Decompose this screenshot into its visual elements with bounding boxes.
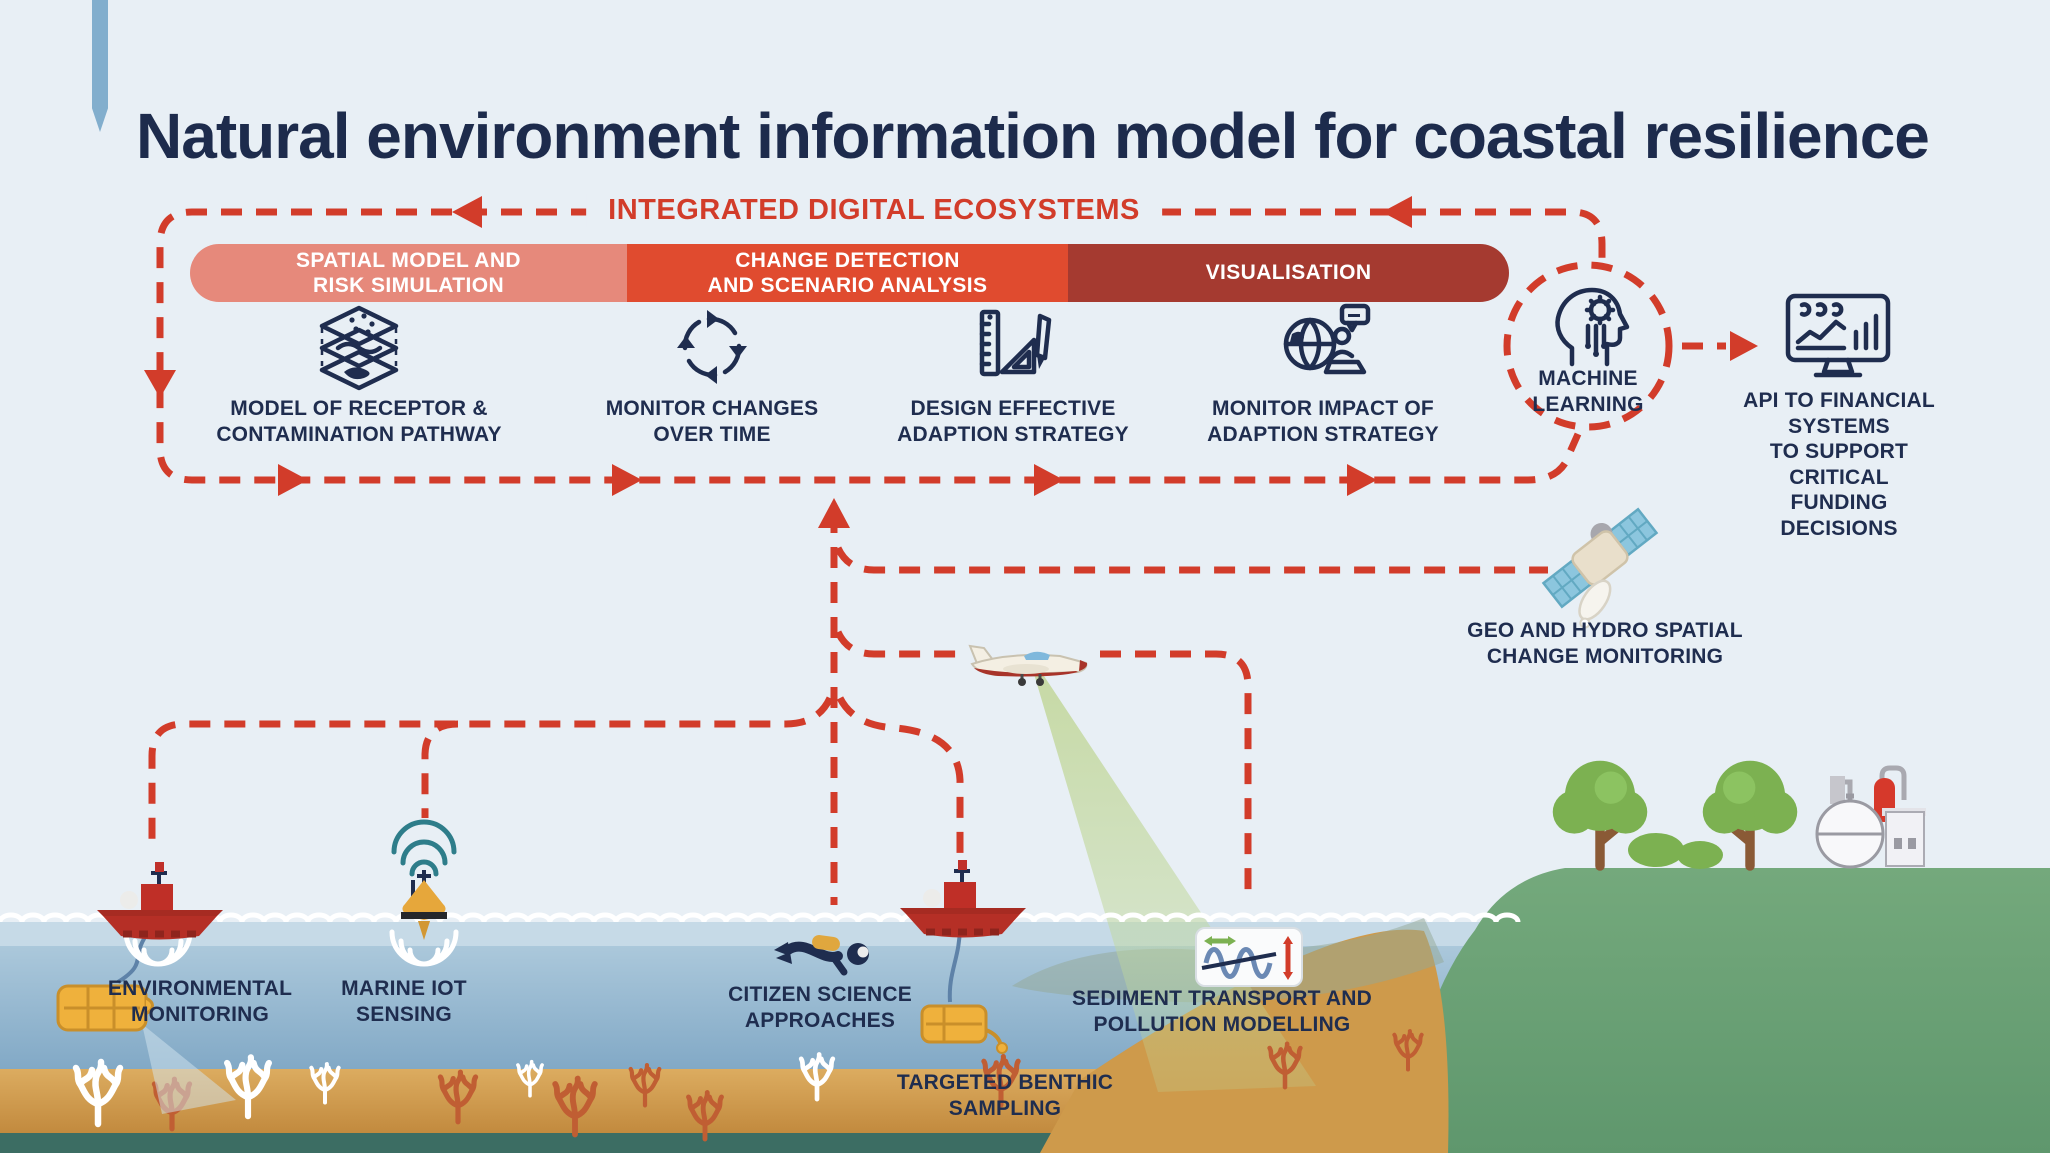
machine-learning-circle <box>1503 261 1673 431</box>
tree-icon <box>1552 760 1648 871</box>
sonar-arcs <box>389 929 459 967</box>
phase-change-detection: CHANGE DETECTION AND SCENARIO ANALYSIS <box>627 244 1068 302</box>
arrowhead-left <box>1382 196 1412 228</box>
benthic-sled-icon <box>56 984 154 1032</box>
api-financial-label: API TO FINANCIAL SYSTEMS TO SUPPORT CRIT… <box>1743 389 1935 541</box>
trees <box>1552 760 1798 871</box>
machine-learning-icon <box>1555 287 1630 367</box>
bush-icon <box>1677 841 1723 869</box>
targeted-benthic-label: TARGETED BENTHIC SAMPLING <box>896 1071 1114 1120</box>
integrated-ecosystems-header: INTEGRATED DIGITAL ECOSYSTEMS <box>586 194 1162 227</box>
sled-light-cone <box>142 1024 236 1114</box>
sediment-transport-label: SEDIMENT TRANSPORT AND POLLUTION MODELLI… <box>1072 987 1372 1036</box>
financial-monitor-icon <box>1785 293 1891 378</box>
arrowhead-up <box>818 498 850 528</box>
bush-icon <box>1628 833 1684 867</box>
step-label-monitor-impact: MONITOR IMPACT OF ADAPTION STRATEGY <box>1207 397 1439 446</box>
survey-vessel-icon <box>97 862 223 940</box>
arrowhead-right <box>1034 464 1064 496</box>
page-title: Natural environment information model fo… <box>136 99 1930 172</box>
arrowhead-right <box>278 464 308 496</box>
map-layers-icon <box>319 305 399 391</box>
phase-visualisation: VISUALISATION <box>1068 244 1509 302</box>
survey-vessel-icon <box>900 860 1026 938</box>
globe-analyst-icon <box>1283 303 1371 375</box>
satellite-label: GEO AND HYDRO SPATIAL CHANGE MONITORING <box>1467 619 1743 668</box>
sea-surface <box>0 912 1521 923</box>
satellite-icon <box>1541 507 1659 629</box>
arrowhead-down <box>144 370 176 398</box>
arrowhead-right <box>1730 331 1758 361</box>
arrowhead-left <box>452 196 482 228</box>
benthic-sampler-icon <box>920 1004 1008 1054</box>
step-label-design-strategy: DESIGN EFFECTIVE ADAPTION STRATEGY <box>897 397 1129 446</box>
iot-buoy-icon <box>401 870 447 940</box>
marine-iot-label: MARINE IOT SENSING <box>341 977 467 1026</box>
step-label-receptor-model: MODEL OF RECEPTOR & CONTAMINATION PATHWA… <box>216 397 502 446</box>
wifi-icon <box>391 819 457 877</box>
survey-plane-icon <box>968 644 1088 686</box>
arrowhead-right <box>1347 464 1377 496</box>
title-accent-bar <box>92 0 108 132</box>
citizen-science-label: CITIZEN SCIENCE APPROACHES <box>728 983 912 1032</box>
environmental-monitoring-label: ENVIRONMENTAL MONITORING <box>107 977 293 1026</box>
arrowhead-right <box>612 464 642 496</box>
sediment-wave-icon <box>1195 927 1303 987</box>
tree-icon <box>1702 760 1798 871</box>
step-label-monitor-changes: MONITOR CHANGES OVER TIME <box>605 397 819 446</box>
factory-icon <box>1815 765 1926 869</box>
diver-icon <box>774 935 869 976</box>
sonar-arcs <box>123 929 193 967</box>
dashed-flow-network <box>144 196 1758 905</box>
phase-spatial-model: SPATIAL MODEL AND RISK SIMULATION <box>190 244 627 302</box>
cycle-arrows-icon <box>677 310 747 384</box>
design-tools-icon <box>979 309 1052 377</box>
machine-learning-label: MACHINE LEARNING <box>1532 367 1644 416</box>
